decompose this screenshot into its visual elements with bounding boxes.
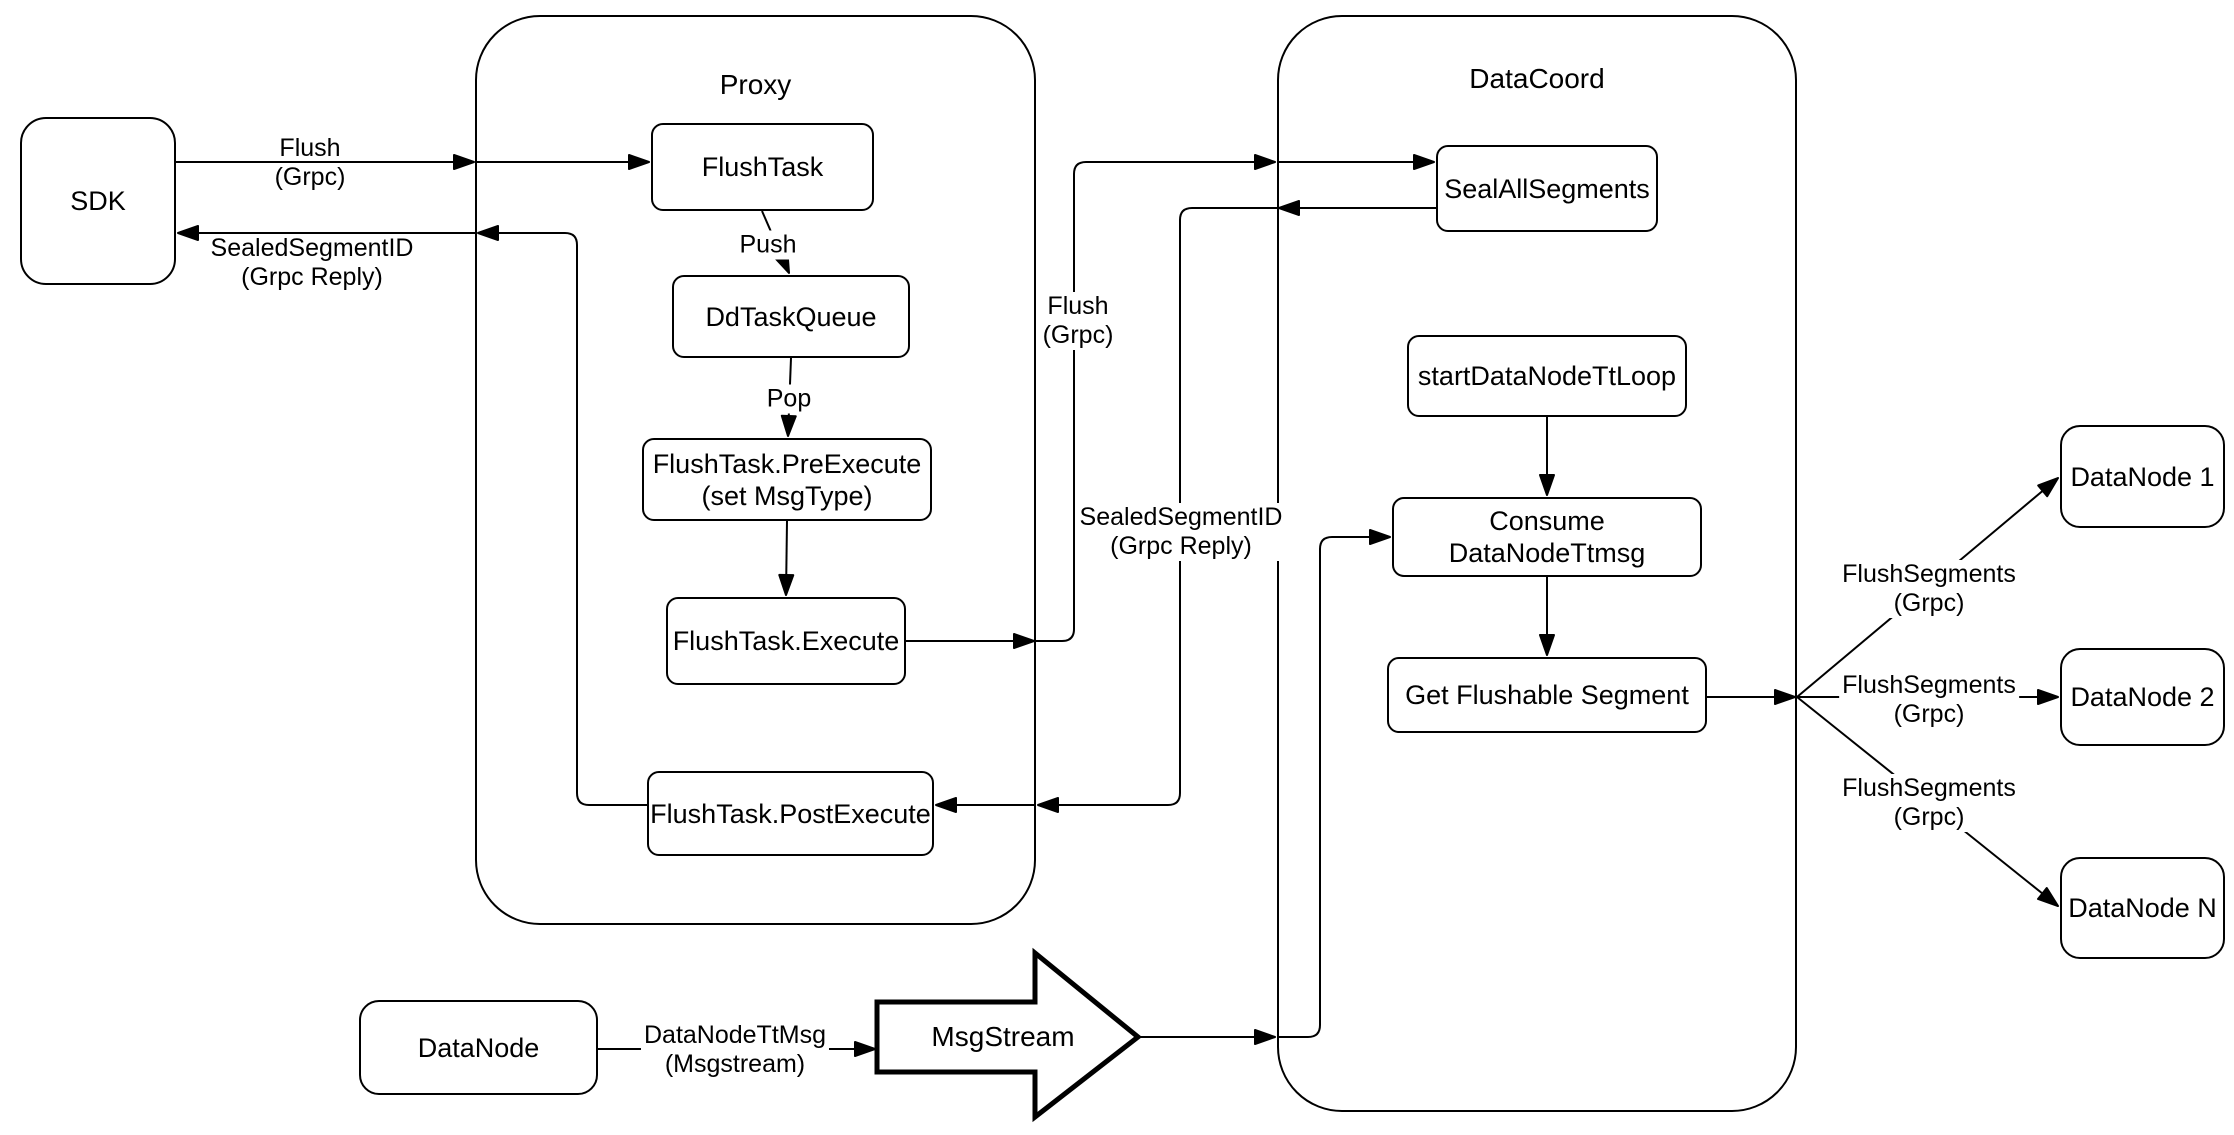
edge-label-flushsegments-3: FlushSegments (Grpc) [1839, 774, 2019, 832]
node-datanoden-label: DataNode N [2068, 893, 2217, 923]
edge-label-sealedsegmentid-mid: SealedSegmentID (Grpc Reply) [1076, 503, 1286, 561]
node-get-flushable-segment-label: Get Flushable Segment [1405, 680, 1689, 710]
msgstream-shape[interactable] [874, 947, 1143, 1123]
node-sdk-label: SDK [70, 186, 126, 216]
node-datanode2[interactable]: DataNode 2 [2060, 648, 2225, 746]
node-flushtask-preexecute-line1: FlushTask.PreExecute [652, 448, 922, 479]
node-flushtask-execute[interactable]: FlushTask.Execute [666, 597, 906, 685]
msgstream-label: MsgStream [931, 1021, 1075, 1052]
node-sdk[interactable]: SDK [20, 117, 176, 285]
node-ddtaskqueue-label: DdTaskQueue [705, 301, 877, 332]
node-startdatanodettloop[interactable]: startDataNodeTtLoop [1407, 335, 1687, 417]
node-datanode-bottom-label: DataNode [417, 1032, 540, 1063]
node-datanode1[interactable]: DataNode 1 [2060, 425, 2225, 528]
edge-label-flushsegments-2: FlushSegments (Grpc) [1839, 671, 2019, 729]
node-ddtaskqueue[interactable]: DdTaskQueue [672, 275, 910, 358]
node-sealallsegments[interactable]: SealAllSegments [1436, 145, 1658, 232]
node-flushtask-postexecute[interactable]: FlushTask.PostExecute [647, 771, 934, 856]
node-consume-datanodettmsg[interactable]: Consume DataNodeTtmsg [1392, 497, 1702, 577]
node-startdatanodettloop-label: startDataNodeTtLoop [1417, 361, 1677, 391]
proxy-title: Proxy [719, 69, 792, 100]
node-datanode-bottom[interactable]: DataNode [359, 1000, 598, 1095]
node-consume-datanodettmsg-label: Consume DataNodeTtmsg [1448, 506, 1646, 568]
edge-label-push: Push [736, 230, 800, 260]
node-flushtask-preexecute-line2: (set MsgType) [701, 480, 873, 511]
edge-datacoord-to-consume-ttmsg [1277, 529, 1391, 1038]
edge-label-flush-grpc-sdk: Flush (Grpc) [274, 134, 346, 191]
node-flushtask-postexecute-label: FlushTask.PostExecute [650, 798, 931, 829]
node-flushtask-preexecute[interactable]: FlushTask.PreExecute (set MsgType) [642, 438, 932, 521]
datacoord-title: DataCoord [1469, 63, 1605, 94]
node-flushtask[interactable]: FlushTask [651, 123, 874, 211]
edge-label-flush-grpc-mid: Flush (Grpc) [1039, 292, 1117, 350]
node-flushtask-label: FlushTask [701, 152, 824, 182]
node-datanoden[interactable]: DataNode N [2060, 857, 2225, 959]
node-datanode2-label: DataNode 2 [2070, 682, 2215, 712]
edge-label-flushsegments-1: FlushSegments (Grpc) [1839, 560, 2019, 618]
edge-label-pop: Pop [763, 384, 815, 414]
node-sealallsegments-label: SealAllSegments [1444, 173, 1650, 204]
edge-preexecute-to-execute [778, 520, 795, 596]
node-get-flushable-segment[interactable]: Get Flushable Segment [1387, 657, 1707, 733]
node-datanode1-label: DataNode 1 [2070, 461, 2215, 492]
edge-proxy-to-datacoord-flush [1036, 154, 1276, 642]
node-flushtask-execute-label: FlushTask.Execute [672, 626, 900, 656]
edge-label-datanodettmsg: DataNodeTtMsg (Msgstream) [640, 1021, 830, 1079]
edge-label-sealedsegmentid-sdk: SealedSegmentID (Grpc Reply) [210, 234, 414, 291]
edge-postexecute-to-proxy-edge [477, 225, 647, 806]
